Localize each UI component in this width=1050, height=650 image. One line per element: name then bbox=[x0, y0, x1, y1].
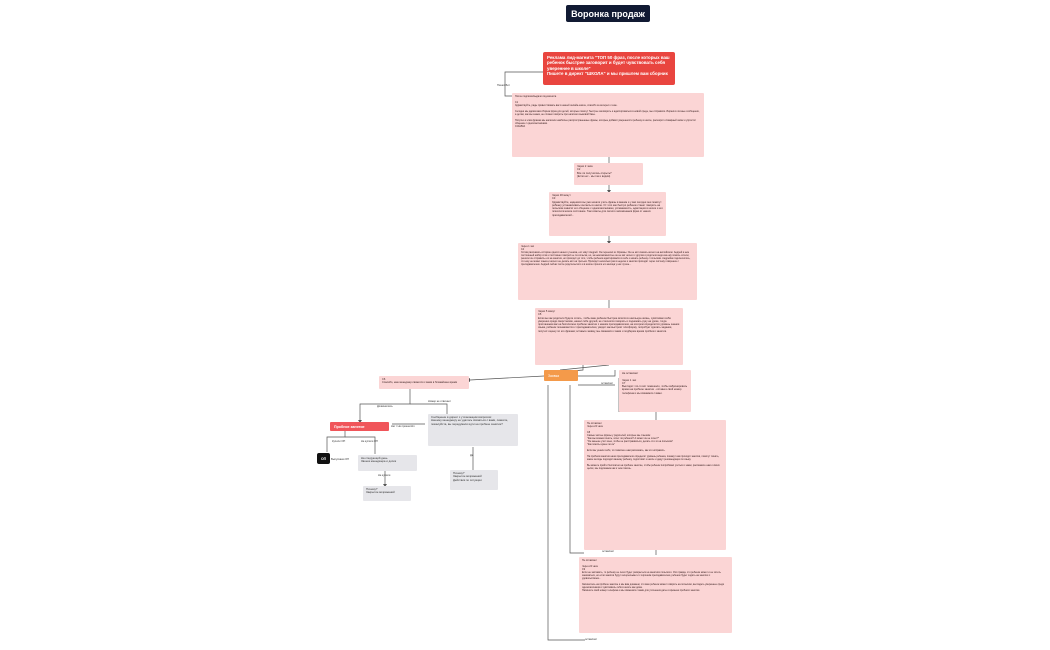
objections-node-b-text: Почему? Закрытие возражений Действия по … bbox=[453, 471, 482, 482]
edge-label-ostavlyaet-2: оставляет bbox=[602, 550, 615, 553]
edge-label-napisal: Пишет Бот bbox=[497, 84, 510, 87]
probnoe-node[interactable]: Пробное занятие bbox=[330, 422, 389, 431]
page-title: Воронка продаж bbox=[566, 5, 650, 22]
message-node-c3-text: Через 30 минут С3 Здравствуйте, надеемся… bbox=[552, 194, 663, 217]
next-day-call-node[interactable]: На следующий день Звонок менеджера и доп… bbox=[358, 455, 417, 471]
clarify-question-node-text: Сообщение в директ с уточняющим вопросом… bbox=[431, 415, 509, 426]
message-node-c7[interactable]: Не оставляет Через 1 час С7 Выглядит что… bbox=[619, 370, 691, 412]
edge-label-da: Да bbox=[470, 454, 474, 457]
edge-label-kupil-op: Купили ОП bbox=[332, 440, 346, 443]
clarify-question-node[interactable]: Сообщение в директ с уточняющим вопросом… bbox=[428, 414, 518, 446]
message-node-c1[interactable]: После подписки/выдачи лид-магнита С1 Здр… bbox=[512, 93, 704, 157]
page-title-text: Воронка продаж bbox=[571, 8, 645, 19]
message-node-c5[interactable]: Через 5 минут С5 Если вы как родители бу… bbox=[535, 308, 683, 365]
message-node-c6-text: С6 Спасибо, наш менеджер свяжется с вами… bbox=[382, 378, 458, 385]
message-node-c9-text: Не оставляет Через 24 часа С9 Если не за… bbox=[582, 559, 725, 592]
zayavka-node[interactable]: Заявка bbox=[544, 370, 578, 381]
edge-label-ostavlyaet-1: оставляет bbox=[601, 382, 614, 385]
message-node-c3[interactable]: Через 30 минут С3 Здравствуйте, надеемся… bbox=[549, 192, 666, 236]
message-node-c7-text: Не оставляет Через 1 час С7 Выглядит что… bbox=[622, 372, 688, 395]
start-node-text: Реклама лид-магнита "ТОП 50 фраз, после … bbox=[547, 55, 670, 76]
edge-label-ostavlyaet-3: оставляет bbox=[585, 638, 598, 641]
objections-node-b[interactable]: Почему? Закрытие возражений Действия по … bbox=[450, 470, 498, 490]
message-node-c2-text: Через 2 часа С2 Все ли получилось открыт… bbox=[577, 165, 612, 178]
start-node[interactable]: Реклама лид-магнита "ТОП 50 фраз, после … bbox=[543, 52, 675, 85]
message-node-c2[interactable]: Через 2 часа С2 Все ли получилось открыт… bbox=[574, 163, 643, 185]
objections-node-a[interactable]: Почему? Закрытие возражений bbox=[363, 486, 411, 501]
objections-node-a-text: Почему? Закрытие возражений bbox=[366, 487, 395, 495]
message-node-c4-text: Через 1 час С4 Хотим рассказать историю … bbox=[521, 245, 691, 266]
message-node-c1-text: После подписки/выдачи лид-магнита С1 Здр… bbox=[515, 95, 700, 128]
next-day-call-node-text: На следующий день Звонок менеджера и доп… bbox=[361, 456, 397, 464]
message-node-c8[interactable]: Не оставляет Через 24 часа С8 Самые част… bbox=[584, 420, 726, 550]
message-node-c8-text: Не оставляет Через 24 часа С8 Самые част… bbox=[587, 422, 720, 470]
edge-label-vypuskaem-op: Выпускаем ОП bbox=[331, 458, 350, 461]
edge-label-net-ne-prishel: Нет / Не пришел/ёл bbox=[391, 425, 415, 428]
message-node-c6[interactable]: С6 Спасибо, наш менеджер свяжется с вами… bbox=[379, 376, 469, 389]
message-node-c5-text: Через 5 минут С5 Если вы как родители бу… bbox=[538, 310, 680, 333]
zayavka-node-text: Заявка bbox=[548, 373, 560, 378]
message-node-c4[interactable]: Через 1 час С4 Хотим рассказать историю … bbox=[518, 243, 697, 300]
edge-label-ne-kupil: Не купили bbox=[378, 474, 391, 477]
edge-label-ne-otvechaet: Номер не отвечает bbox=[428, 400, 451, 403]
op-node[interactable]: ОП bbox=[317, 453, 330, 464]
edge-label-ne-kupil-op: Не купили ОП bbox=[361, 440, 378, 443]
edge-label-dozvonilis: Дозвонились bbox=[377, 405, 393, 408]
op-node-text: ОП bbox=[320, 456, 327, 461]
message-node-c9[interactable]: Не оставляет Через 24 часа С9 Если не за… bbox=[579, 557, 732, 633]
probnoe-node-text: Пробное занятие bbox=[334, 424, 365, 429]
